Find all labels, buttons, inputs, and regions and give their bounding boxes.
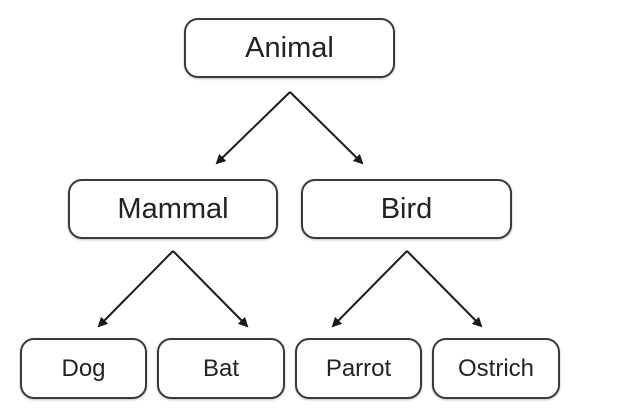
node-animal: Animal (184, 18, 395, 78)
node-mammal: Mammal (68, 179, 278, 239)
node-bat: Bat (157, 338, 285, 399)
arrow-animal-to-mammal (215, 91, 291, 165)
arrow-mammal-to-dog (97, 250, 174, 328)
node-parrot: Parrot (295, 338, 422, 399)
node-bird: Bird (301, 179, 512, 239)
arrow-animal-to-bird (289, 91, 364, 165)
node-dog: Dog (20, 338, 147, 399)
arrow-mammal-to-bat (172, 250, 249, 328)
arrow-bird-to-ostrich (406, 250, 483, 328)
node-ostrich: Ostrich (432, 338, 560, 399)
arrow-bird-to-parrot (331, 250, 408, 328)
